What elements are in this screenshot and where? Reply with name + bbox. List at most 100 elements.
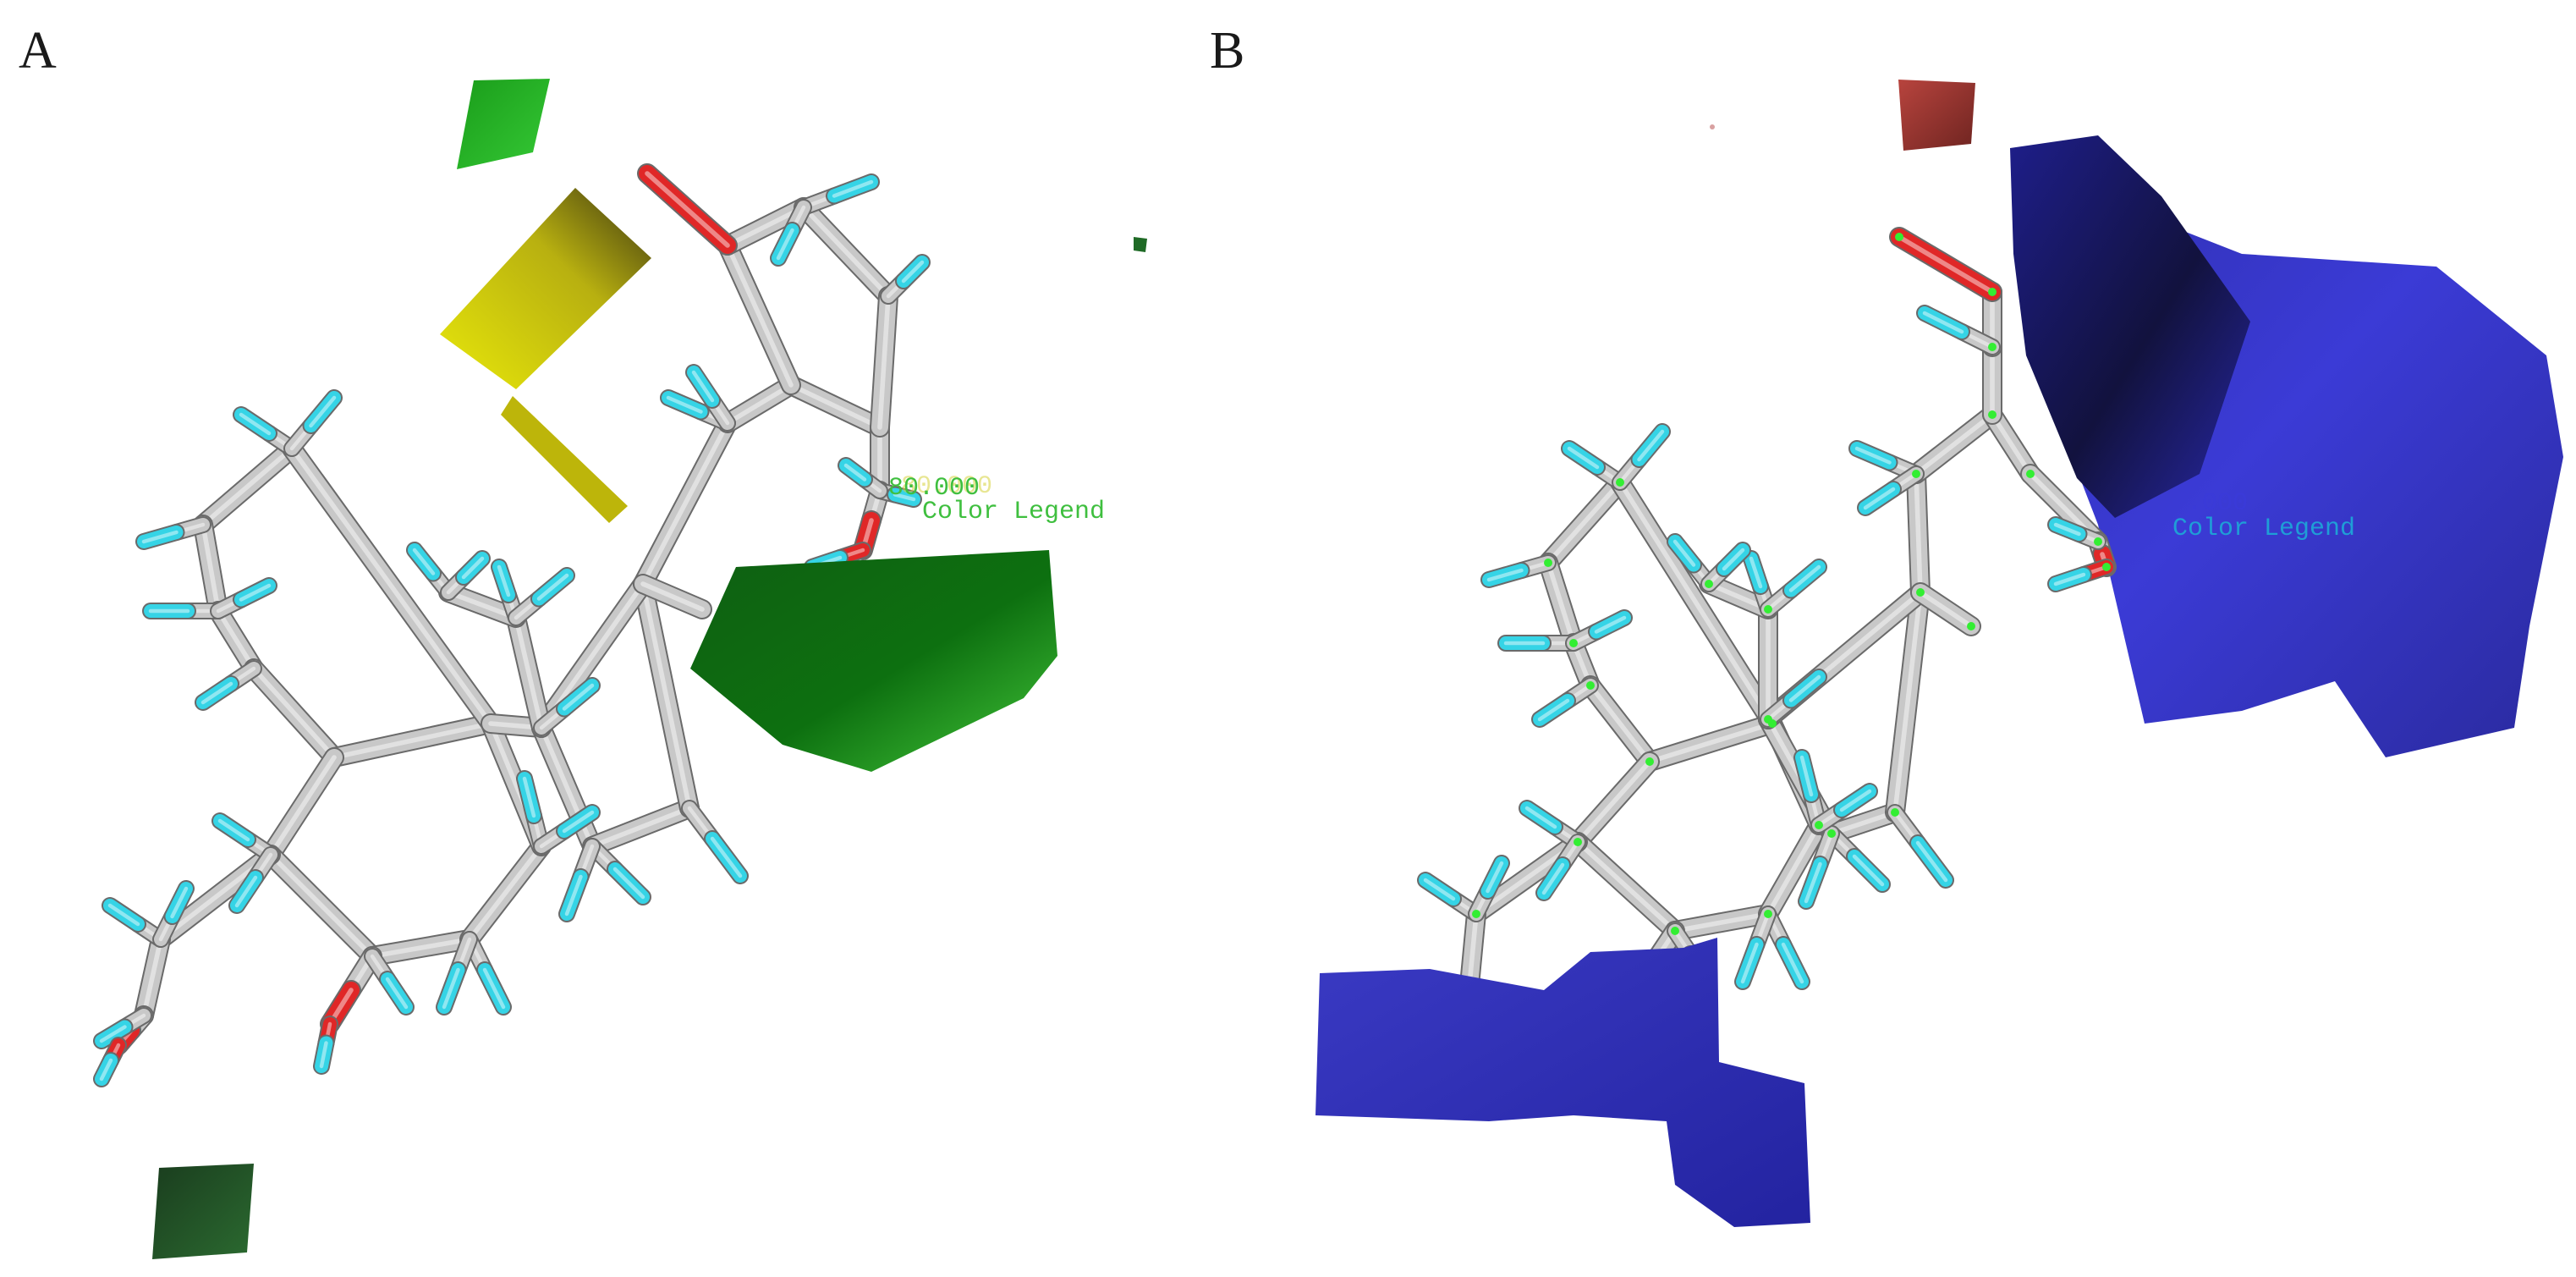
carbon-bond bbox=[1582, 677, 1658, 770]
hydrogen-bond bbox=[1419, 873, 1460, 905]
hydrogen-bond bbox=[839, 459, 871, 487]
panel-a: A 80.000 80.000 Color Legend bbox=[19, 22, 1147, 1259]
hydrogen-bond bbox=[408, 543, 440, 581]
hydrogen-bond-shine bbox=[1740, 942, 1759, 984]
carbon-bond-shine bbox=[200, 446, 294, 527]
blue-contour-lower bbox=[1315, 938, 1810, 1227]
green-contour-bottom bbox=[152, 1164, 254, 1259]
carbon-bond bbox=[1908, 465, 1929, 601]
carbon-bond-shine bbox=[725, 383, 794, 426]
hydrogen-bond bbox=[1520, 801, 1562, 834]
carbon-bond-shine bbox=[1546, 480, 1623, 565]
hydrogen-bond-shine bbox=[1839, 789, 1872, 812]
hydrogen-bond-shine bbox=[461, 556, 485, 580]
carbon-bond-shine bbox=[590, 806, 692, 849]
hydrogen-bond-shine bbox=[99, 1025, 127, 1043]
hydrogen-bond-shine bbox=[1852, 854, 1885, 887]
carbon-bond-shine bbox=[268, 852, 375, 959]
yellow-contour-lower bbox=[501, 396, 628, 523]
panel-label-b: B bbox=[1210, 22, 1244, 80]
carbon-bond bbox=[1569, 753, 1658, 850]
atom-marker bbox=[1645, 757, 1654, 766]
hydrogen-bond bbox=[1918, 306, 1969, 339]
hydrogen-bond bbox=[103, 899, 145, 931]
hydrogen-bond bbox=[230, 871, 262, 912]
atom-marker bbox=[1988, 410, 1997, 419]
carbon-bond-shine bbox=[1647, 721, 1775, 764]
carbon-bond bbox=[1569, 834, 1683, 939]
hydrogen-bond-shine bbox=[1781, 942, 1804, 984]
hydrogen-bond-shine bbox=[234, 875, 258, 908]
hydrogen-bond-shine bbox=[1594, 615, 1627, 634]
hydrogen-bond-shine bbox=[442, 967, 460, 1010]
carbon-bond bbox=[719, 199, 812, 254]
hydrogen-bond-shine bbox=[522, 776, 536, 818]
hydrogen-bond-shine bbox=[1915, 840, 1948, 883]
carbon-bond-shine bbox=[788, 383, 882, 430]
carbon-bond bbox=[195, 516, 227, 619]
atom-marker bbox=[1671, 927, 1679, 935]
hydrogen-bond bbox=[687, 366, 719, 407]
hydrogen-bond-shine bbox=[1722, 548, 1745, 571]
hydrogen-bond bbox=[706, 832, 747, 883]
carbon-bond bbox=[1667, 905, 1777, 939]
hydrogen-bond-shine bbox=[1637, 429, 1665, 462]
carbon-bond bbox=[871, 288, 897, 436]
atom-marker bbox=[1544, 559, 1552, 567]
carbon-bond bbox=[461, 838, 550, 948]
hydrogen-bond bbox=[1717, 543, 1749, 575]
carbon-bond bbox=[440, 584, 525, 626]
steroid-molecule-b bbox=[1413, 216, 2117, 1066]
hydrogen-bond bbox=[518, 772, 541, 823]
atom-marker bbox=[1764, 910, 1772, 918]
hydrogen-bond bbox=[1632, 425, 1669, 466]
hydrogen-bond bbox=[557, 679, 599, 716]
oxygen-bond-shine bbox=[645, 171, 730, 248]
carbon-bond bbox=[210, 603, 262, 677]
legend-echo-a: 80.000 bbox=[901, 472, 992, 501]
hydrogen-bond bbox=[315, 1036, 333, 1073]
atom-marker bbox=[2102, 563, 2111, 571]
legend-value-b: .000 bbox=[2187, 489, 2248, 518]
hydrogen-bond-shine bbox=[564, 874, 583, 916]
carbon-bond-shine bbox=[640, 421, 730, 586]
hydrogen-bond bbox=[1848, 850, 1889, 891]
carbon-bond-shine bbox=[216, 608, 256, 671]
hydrogen-bond-shine bbox=[536, 573, 569, 601]
hydrogen-bond bbox=[196, 677, 238, 709]
carbon-bond-shine bbox=[877, 294, 891, 430]
carbon-bond bbox=[245, 660, 343, 766]
oxygen-bond bbox=[639, 165, 736, 254]
panel-label-a: A bbox=[19, 22, 57, 80]
carbon-bond bbox=[262, 749, 343, 863]
hydrogen-bond-shine bbox=[99, 1058, 113, 1082]
atom-marker bbox=[1967, 622, 1975, 630]
carbon-bond bbox=[795, 199, 897, 305]
green-contour-top bbox=[457, 79, 550, 169]
hydrogen-bond-shine bbox=[1922, 311, 1964, 334]
atom-marker bbox=[1764, 715, 1772, 724]
carbon-bond-shine bbox=[640, 581, 705, 612]
hydrogen-bond bbox=[234, 408, 276, 440]
hydrogen-bond-shine bbox=[412, 548, 436, 575]
carbon-bond bbox=[719, 237, 799, 394]
carbon-bond bbox=[634, 575, 698, 817]
hydrogen-bond-shine bbox=[1804, 861, 1822, 904]
atom-marker bbox=[1916, 588, 1925, 597]
carbon-bond-shine bbox=[1990, 412, 2033, 476]
atom-marker bbox=[1764, 605, 1772, 614]
hydrogen-bond-shine bbox=[170, 886, 189, 919]
hydrogen-bond-shine bbox=[2053, 572, 2086, 586]
hydrogen-bond-shine bbox=[1863, 487, 1896, 510]
carbon-bond bbox=[135, 931, 169, 1024]
carbon-bond-shine bbox=[1618, 480, 1775, 726]
hydrogen-bond bbox=[1537, 858, 1569, 900]
hydrogen-bond-shine bbox=[141, 530, 179, 544]
stray-dot bbox=[1710, 124, 1715, 129]
carbon-bond bbox=[634, 415, 736, 592]
green-contour-speck bbox=[1134, 237, 1147, 252]
hydrogen-bond bbox=[888, 487, 920, 506]
hydrogen-bond-shine bbox=[893, 493, 916, 502]
hydrogen-bond bbox=[827, 175, 878, 203]
hydrogen-bond-shine bbox=[319, 1041, 328, 1069]
